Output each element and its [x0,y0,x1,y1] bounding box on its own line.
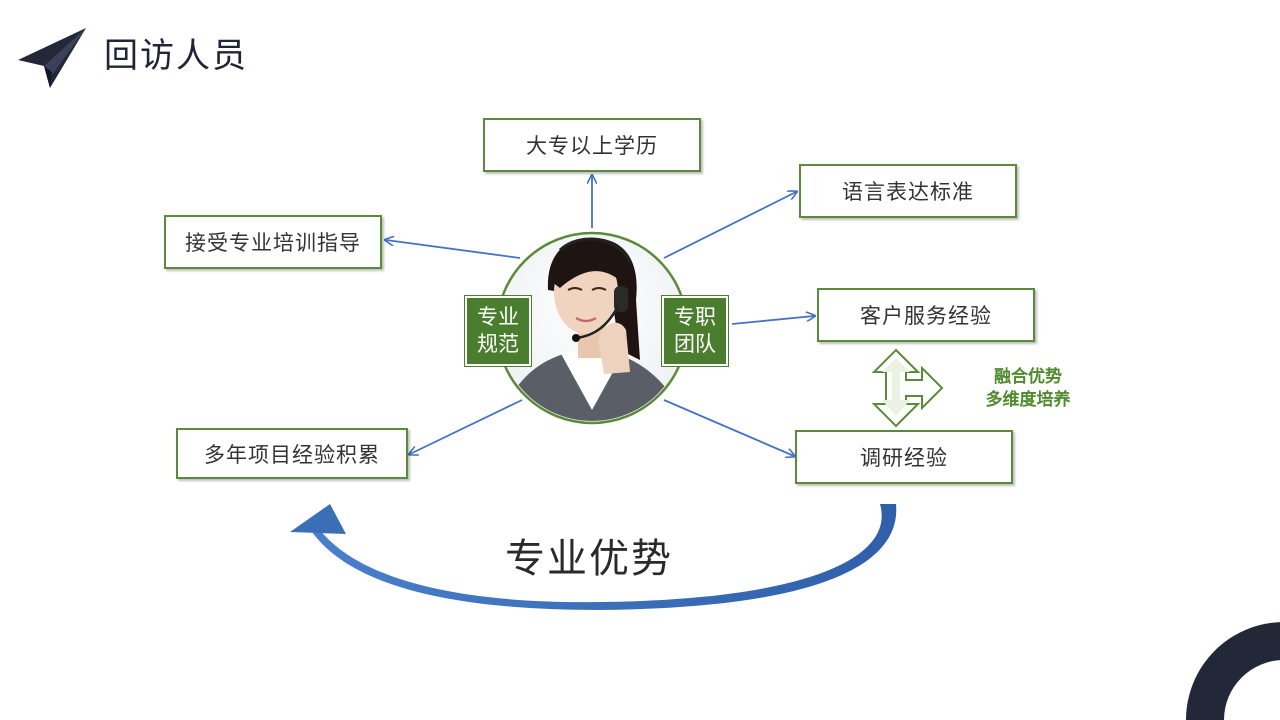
fusion-line-2: 多维度培养 [985,390,1071,410]
connector-arrows [386,176,814,456]
arrow-to-research [663,399,794,456]
node-research: 调研经验 [795,430,1013,484]
arrow-to-language [663,192,796,259]
corner-arc-decoration [1186,622,1280,720]
curved-return-arrow [290,504,897,610]
fusion-line-1: 融合优势 [994,367,1062,387]
fusion-caption: 融合优势 多维度培养 [968,366,1088,412]
bottom-label: 专业优势 [505,536,673,582]
paper-plane-icon [18,28,86,88]
node-project: 多年项目经验积累 [176,428,408,479]
fusion-cross-arrow [871,348,944,428]
arrow-to-service [731,316,814,325]
node-education: 大专以上学历 [483,118,701,172]
node-language: 语言表达标准 [799,164,1017,218]
tag-professional-standard: 专业 规范 [465,296,531,366]
agent-photo [495,231,689,425]
arrow-to-training [386,240,521,259]
tag-dedicated-team: 专职 团队 [662,296,728,366]
page-title: 回访人员 [104,36,248,76]
node-training: 接受专业培训指导 [164,215,382,269]
node-service: 客户服务经验 [817,288,1035,342]
arrow-to-project [410,399,523,454]
